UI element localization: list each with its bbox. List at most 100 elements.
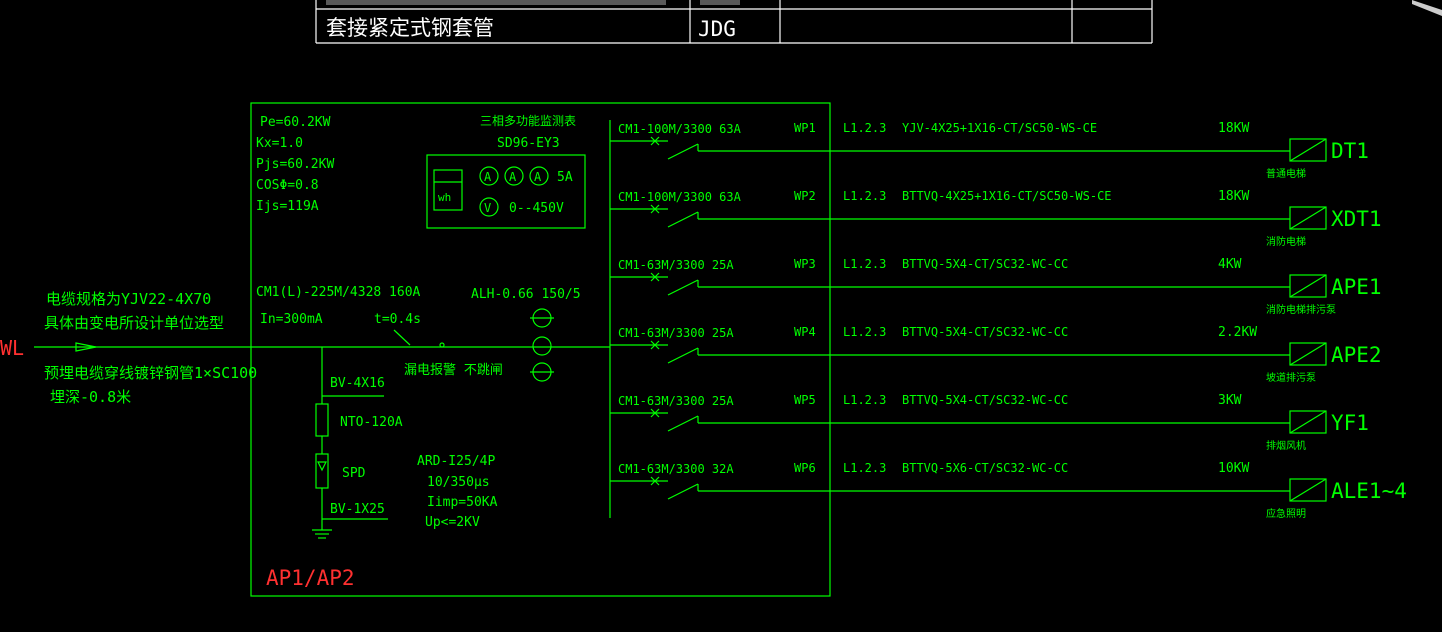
spd-wave: 10/350μs	[427, 475, 490, 490]
meter-v: V	[484, 201, 491, 215]
circuit-phase: L1.2.3	[843, 257, 886, 271]
main-switchgear: CM1(L)-225M/4328 160A In=300mA t=0.4s 漏电…	[256, 285, 581, 539]
breaker-contact	[667, 347, 699, 364]
spd-ground-wire-label: BV-1X25	[330, 502, 385, 517]
load-box-diagonal	[1289, 206, 1327, 230]
breaker-mark	[650, 340, 660, 350]
panel-param-kx: Kx=1.0	[256, 136, 303, 151]
load-box	[1289, 138, 1327, 162]
circuit-id: WP6	[794, 461, 816, 475]
circuit-breaker-label: CM1-100M/3300 63A	[618, 122, 742, 136]
meter-a-3: A	[534, 170, 542, 184]
circuit-power: 18KW	[1218, 121, 1249, 136]
circuit-cable: YJV-4X25+1X16-CT/SC50-WS-CE	[902, 121, 1097, 135]
breaker-mark	[650, 272, 660, 282]
load-box-diagonal	[1289, 138, 1327, 162]
load-box	[1289, 274, 1327, 298]
load-box	[1289, 478, 1327, 502]
panel-param-ijs: Ijs=119A	[256, 199, 319, 214]
circuit-load-desc: 消防电梯排污泵	[1266, 303, 1336, 316]
material-table: 套接紧定式钢套管 JDG	[315, 0, 1442, 44]
load-box-diagonal	[1289, 410, 1327, 434]
incoming-note-3: 预埋电缆穿线镀锌钢管1×SC100	[44, 364, 257, 382]
circuit-cable: BTTVQ-5X4-CT/SC32-WC-CC	[902, 257, 1068, 271]
circuit-id: WP5	[794, 393, 816, 407]
leak-current-label: In=300mA	[260, 312, 323, 327]
fuse-label: NTO-120A	[340, 415, 403, 430]
circuit-cable: BTTVQ-4X25+1X16-CT/SC50-WS-CE	[902, 189, 1112, 203]
circuit-id: WP2	[794, 189, 816, 203]
spd-model: ARD-I25/4P	[417, 454, 495, 469]
ct-label: ALH-0.66 150/5	[471, 287, 581, 302]
circuit-phase: L1.2.3	[843, 325, 886, 339]
circuit-load-desc: 消防电梯	[1266, 235, 1306, 248]
spd-up: Up<=2KV	[425, 515, 480, 530]
meter-a-2: A	[509, 170, 517, 184]
meter-current: 5A	[557, 170, 573, 185]
spd-imp: Iimp=50KA	[427, 495, 498, 510]
circuit-phase: L1.2.3	[843, 393, 886, 407]
circuit-id: WP4	[794, 325, 816, 339]
circuit-breaker-label: CM1-100M/3300 63A	[618, 190, 742, 204]
circuit-breaker-label: CM1-63M/3300 32A	[618, 462, 734, 476]
panel-box: AP1/AP2 Pe=60.2KW Kx=1.0 Pjs=60.2KW COSΦ…	[250, 102, 831, 597]
circuit-phase: L1.2.3	[843, 121, 886, 135]
load-box	[1289, 410, 1327, 434]
circuit-power: 2.2KW	[1218, 325, 1257, 340]
meter-voltage: 0--450V	[509, 201, 564, 216]
meter-model: SD96-EY3	[497, 136, 560, 151]
circuit-cable: BTTVQ-5X6-CT/SC32-WC-CC	[902, 461, 1068, 475]
load-box	[1289, 206, 1327, 230]
circuit-load-desc: 排烟风机	[1266, 439, 1306, 452]
spd-wire-label: BV-4X16	[330, 376, 385, 391]
breaker-contact	[667, 483, 699, 500]
circuit-power: 4KW	[1218, 257, 1242, 272]
circuit-power: 3KW	[1218, 393, 1242, 408]
incoming-note-4: 埋深-0.8米	[50, 388, 131, 406]
load-box	[1289, 342, 1327, 366]
circuit-load-name: DT1	[1331, 139, 1369, 163]
meter-wh-label: wh	[438, 191, 451, 204]
load-box-diagonal	[1289, 342, 1327, 366]
table-row-name: 套接紧定式钢套管	[326, 16, 494, 40]
multifunction-meter: 三相多功能监测表 SD96-EY3 wh A A A 5A V 0--450V	[426, 114, 586, 229]
load-box-diagonal	[1289, 478, 1327, 502]
panel-param-pe: Pe=60.2KW	[260, 115, 331, 130]
incoming-label: WL	[0, 336, 24, 360]
circuit-breaker-label: CM1-63M/3300 25A	[618, 326, 734, 340]
circuit-power: 10KW	[1218, 461, 1249, 476]
circuit-cable: BTTVQ-5X4-CT/SC32-WC-CC	[902, 325, 1068, 339]
incoming-feeder: WL 电缆规格为YJV22-4X70 具体由变电所设计单位选型 预埋电缆穿线镀锌…	[0, 290, 610, 406]
breaker-contact	[667, 279, 699, 296]
panel-param-pjs: Pjs=60.2KW	[256, 157, 334, 172]
circuit-id: WP1	[794, 121, 816, 135]
circuit-load-name: APE2	[1331, 343, 1382, 367]
leak-note: 漏电报警 不跳闸	[404, 362, 503, 378]
table-row-code: JDG	[698, 17, 736, 41]
circuit-cable: BTTVQ-5X4-CT/SC32-WC-CC	[902, 393, 1068, 407]
breaker-contact	[667, 143, 699, 160]
circuit-breaker-label: CM1-63M/3300 25A	[618, 258, 734, 272]
panel-name: AP1/AP2	[266, 566, 355, 590]
spd-label: SPD	[342, 466, 366, 481]
breaker-mark	[650, 136, 660, 146]
circuit-load-name: XDT1	[1331, 207, 1382, 231]
circuit-load-desc: 普通电梯	[1266, 167, 1306, 180]
incoming-note-1: 电缆规格为YJV22-4X70	[46, 290, 211, 308]
circuit-load-name: ALE1~4	[1331, 479, 1407, 503]
breaker-contact	[667, 415, 699, 432]
meter-a-1: A	[484, 170, 492, 184]
circuit-phase: L1.2.3	[843, 189, 886, 203]
circuit-id: WP3	[794, 257, 816, 271]
circuit-load-name: APE1	[1331, 275, 1382, 299]
main-breaker-label: CM1(L)-225M/4328 160A	[256, 285, 421, 300]
trip-time-label: t=0.4s	[374, 312, 421, 327]
circuit-load-desc: 应急照明	[1266, 507, 1306, 520]
circuit-load-name: YF1	[1331, 411, 1369, 435]
circuit-breaker-label: CM1-63M/3300 25A	[618, 394, 734, 408]
breaker-mark	[650, 204, 660, 214]
breaker-mark	[650, 476, 660, 486]
circuit-phase: L1.2.3	[843, 461, 886, 475]
